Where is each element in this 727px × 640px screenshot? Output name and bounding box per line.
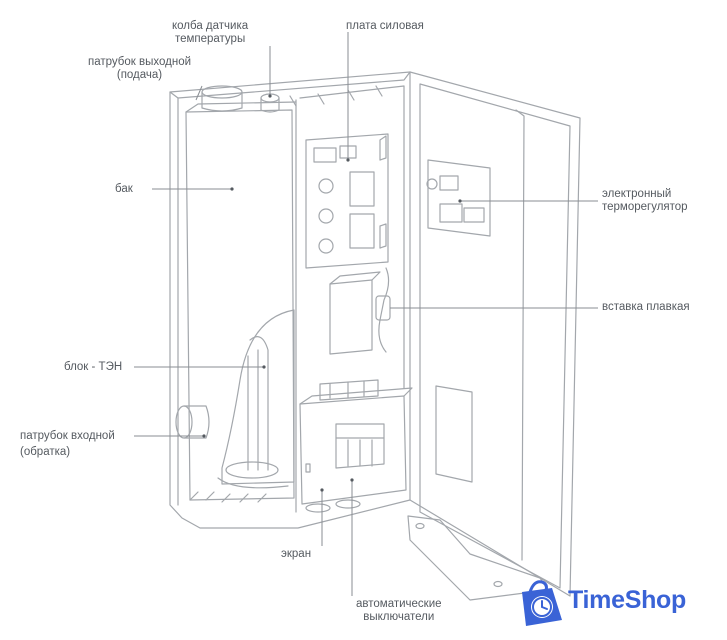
door-window [435,385,473,483]
label-screen: экран [281,548,312,560]
heater-cutaway [221,309,295,485]
boiler-housing [169,71,411,529]
power-board-shape [305,133,389,269]
boiler-door [409,71,581,597]
leader-outlet-pipe [195,85,203,101]
label-power-board: плата силовая [346,20,424,32]
shopping-bag-clock-icon [522,580,562,626]
tank-body [185,109,295,501]
label-circuit-breakers: автоматические выключатели [356,598,442,623]
label-inlet-pipe: патрубок входной (обратка) [20,430,115,458]
screen-shape [299,395,407,505]
label-heater-block: блок - ТЭН [64,361,123,373]
label-tank: бак [115,183,133,195]
brand-name: TimeShop [568,586,686,614]
timeshop-logo: TimeShop [512,576,722,632]
label-sensor-flask: колба датчика температуры [172,20,249,45]
label-outlet-pipe: патрубок выходной (подача) [88,56,192,81]
thermostat-shape [427,159,491,237]
label-fuse-insert: вставка плавкая [602,301,690,313]
fuse-box-shape [329,279,373,355]
label-electronic-thermostat: электронный терморегулятор [602,188,688,213]
